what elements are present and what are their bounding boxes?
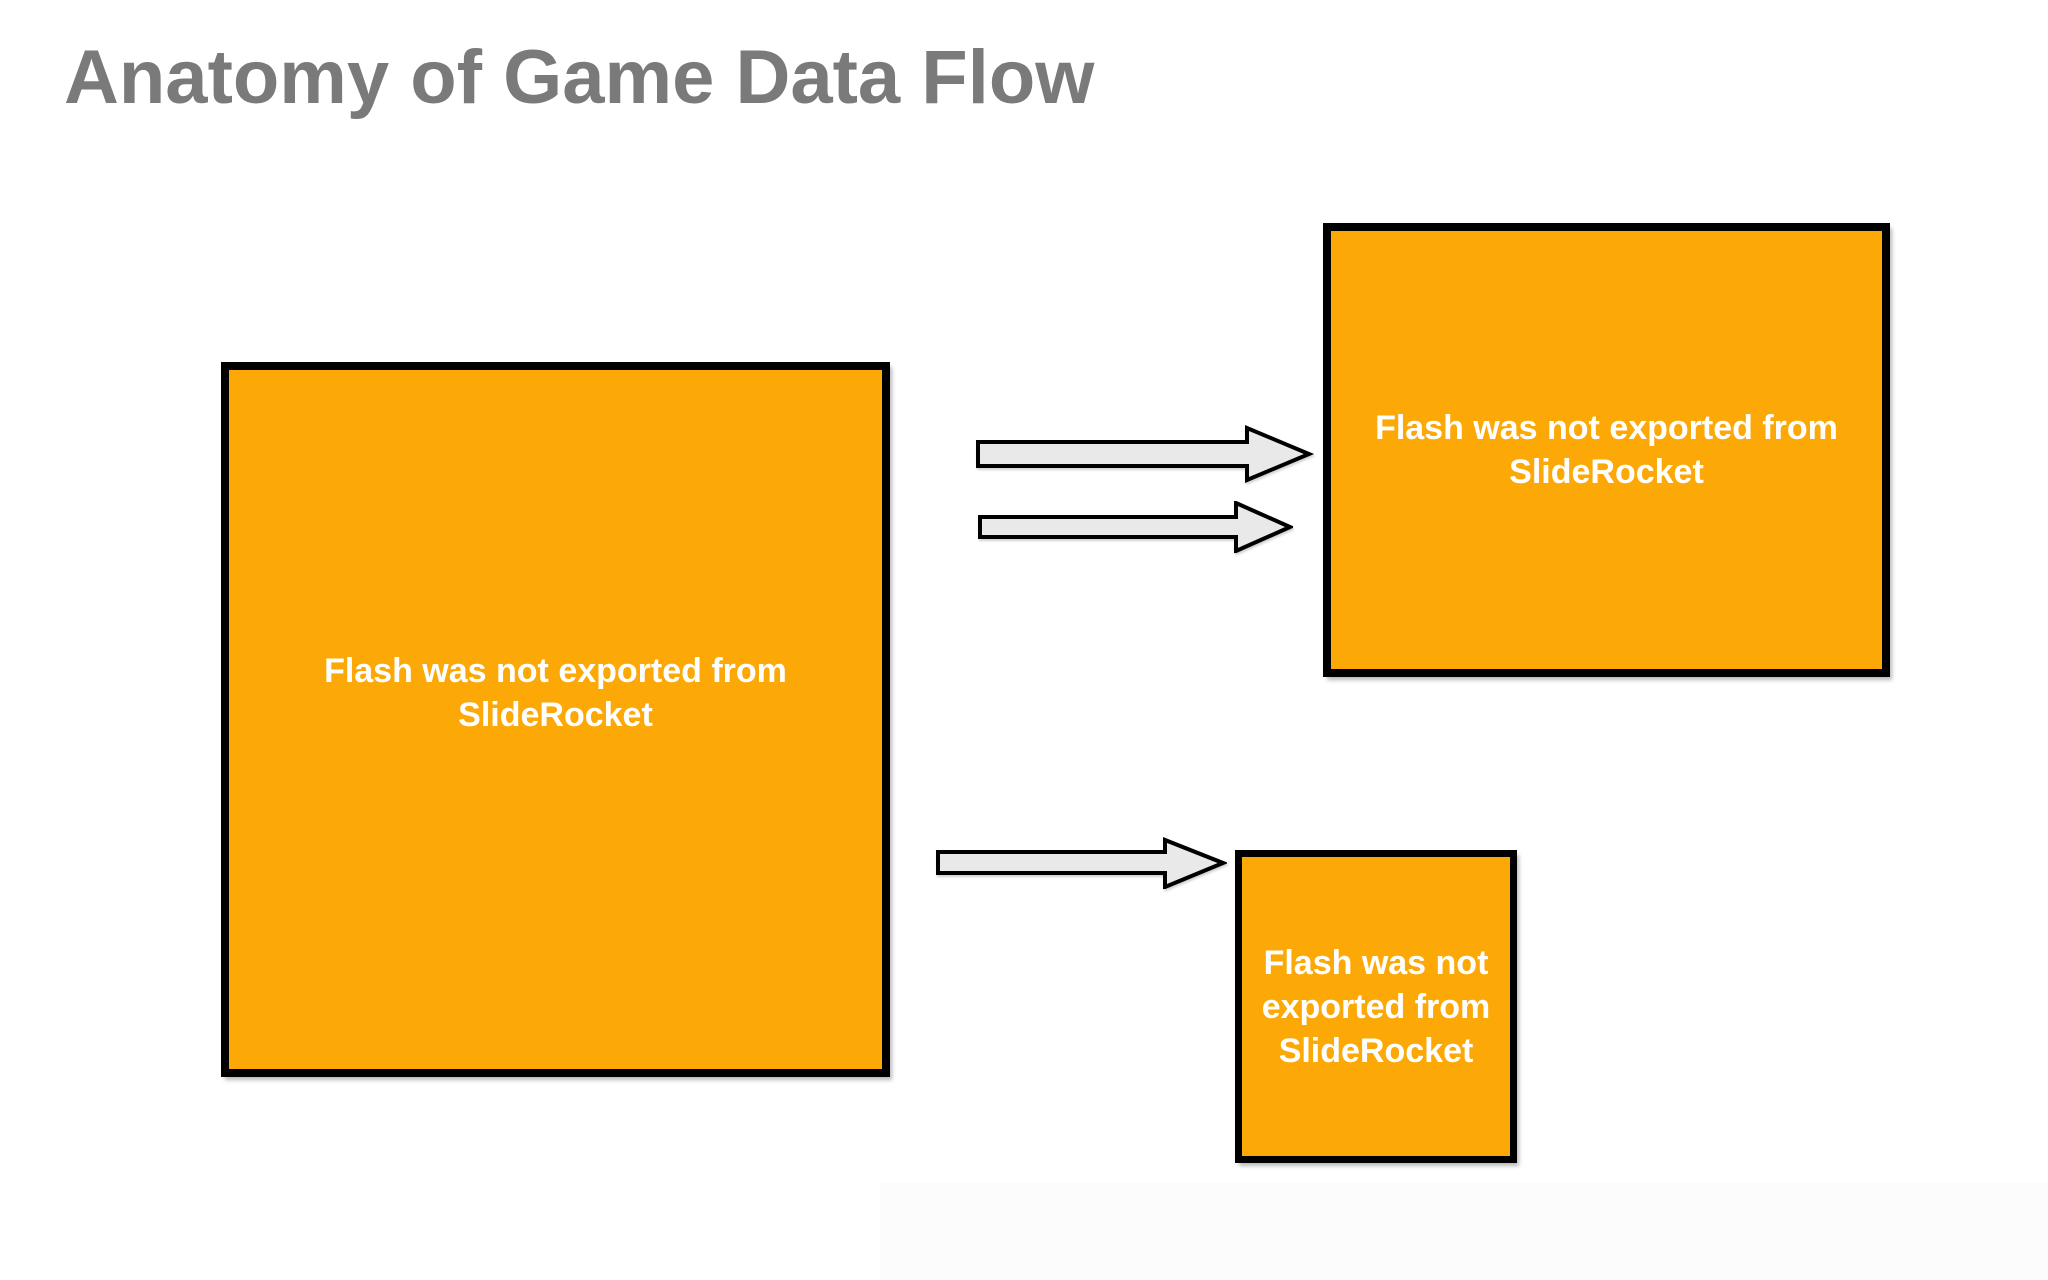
primary-target-box: Flash was not exported from SlideRocket: [1323, 223, 1890, 677]
secondary-target-box-label: Flash was not exported from SlideRocket: [1261, 943, 1491, 1070]
slide-title: Anatomy of Game Data Flow: [64, 35, 1095, 120]
source-box-label: Flash was not exported from SlideRocket: [324, 651, 787, 734]
flow-arrow-middle-icon: [978, 501, 1293, 553]
flow-arrow-top-icon: [976, 425, 1315, 483]
secondary-target-box: Flash was not exported from SlideRocket: [1235, 850, 1517, 1163]
flow-arrow-bottom-icon: [936, 837, 1227, 889]
primary-target-box-label: Flash was not exported from SlideRocket: [1375, 409, 1838, 491]
canvas-edge-strip: [880, 1183, 2048, 1280]
source-box: Flash was not exported from SlideRocket: [221, 362, 890, 1077]
